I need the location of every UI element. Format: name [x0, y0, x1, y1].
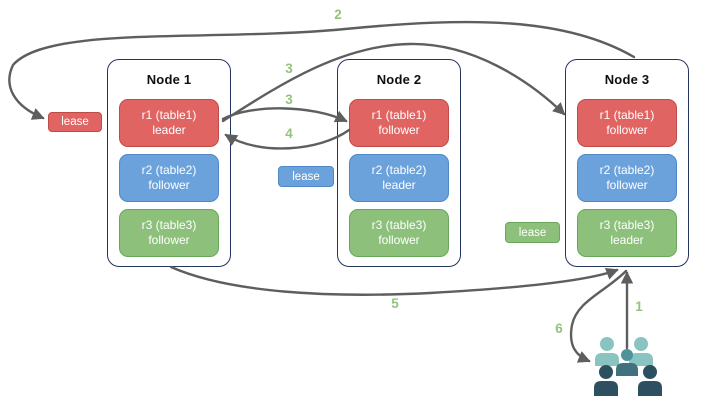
replica-role: follower: [378, 123, 420, 137]
replica-role: follower: [378, 233, 420, 247]
node3-replica-r3: r3 (table3) leader: [577, 209, 677, 257]
replica-role: follower: [148, 233, 190, 247]
node-3-title: Node 3: [604, 72, 650, 87]
node-2-title: Node 2: [376, 72, 422, 87]
step-6-label: 6: [555, 321, 563, 336]
replica-name: r1 (table1): [371, 108, 427, 122]
node3-replica-r1: r1 (table1) follower: [577, 99, 677, 147]
replica-name: r3 (table3): [599, 218, 655, 232]
node-1-box: Node 1 r1 (table1) leader r2 (table2) fo…: [107, 59, 231, 267]
lease-badge-green: lease: [505, 222, 560, 243]
arrow-step2-node3-to-lease: [8, 20, 636, 120]
step-5-label: 5: [391, 296, 399, 311]
node-2-box: Node 2 r1 (table1) follower r2 (table2) …: [337, 59, 461, 267]
node-3-box: Node 3 r1 (table1) follower r2 (table2) …: [565, 59, 689, 267]
step-1-label: 1: [635, 299, 643, 314]
step-2-label: 2: [334, 7, 342, 22]
node-1-title: Node 1: [146, 72, 192, 87]
step-4-label: 4: [285, 126, 293, 141]
lease-badge-red: lease: [48, 112, 102, 132]
arrow-step3-node1-to-node2: [221, 107, 348, 123]
person-icon-light-right: [629, 337, 653, 366]
replica-name: r1 (table1): [599, 108, 655, 122]
person-icon-dark-right: [638, 365, 662, 396]
replica-name: r2 (table2): [599, 163, 655, 177]
lease-badge-blue: lease: [278, 166, 334, 187]
step-3b-label: 3: [285, 92, 293, 107]
node2-replica-r2: r2 (table2) leader: [349, 154, 449, 202]
node2-replica-r1: r1 (table1) follower: [349, 99, 449, 147]
replica-role: leader: [382, 178, 416, 192]
node1-replica-r3: r3 (table3) follower: [119, 209, 219, 257]
replica-role: leader: [152, 123, 186, 137]
node3-replica-r2: r2 (table2) follower: [577, 154, 677, 202]
node1-replica-r2: r2 (table2) follower: [119, 154, 219, 202]
people-group-icon: [594, 337, 662, 396]
replica-name: r2 (table2): [371, 163, 427, 177]
arrow-step5-node1-to-node3: [169, 265, 619, 296]
replica-name: r3 (table3): [141, 218, 197, 232]
replica-role: follower: [606, 123, 648, 137]
replica-name: r3 (table3): [371, 218, 427, 232]
replica-name: r1 (table1): [141, 108, 197, 122]
node2-replica-r3: r3 (table3) follower: [349, 209, 449, 257]
person-icon-dark-left: [594, 365, 618, 396]
replica-role: follower: [148, 178, 190, 192]
replica-name: r2 (table2): [141, 163, 197, 177]
step-3a-label: 3: [285, 61, 293, 76]
replica-role: follower: [606, 178, 648, 192]
node1-replica-r1: r1 (table1) leader: [119, 99, 219, 147]
replica-role: leader: [610, 233, 644, 247]
person-icon-light-left: [595, 337, 619, 366]
